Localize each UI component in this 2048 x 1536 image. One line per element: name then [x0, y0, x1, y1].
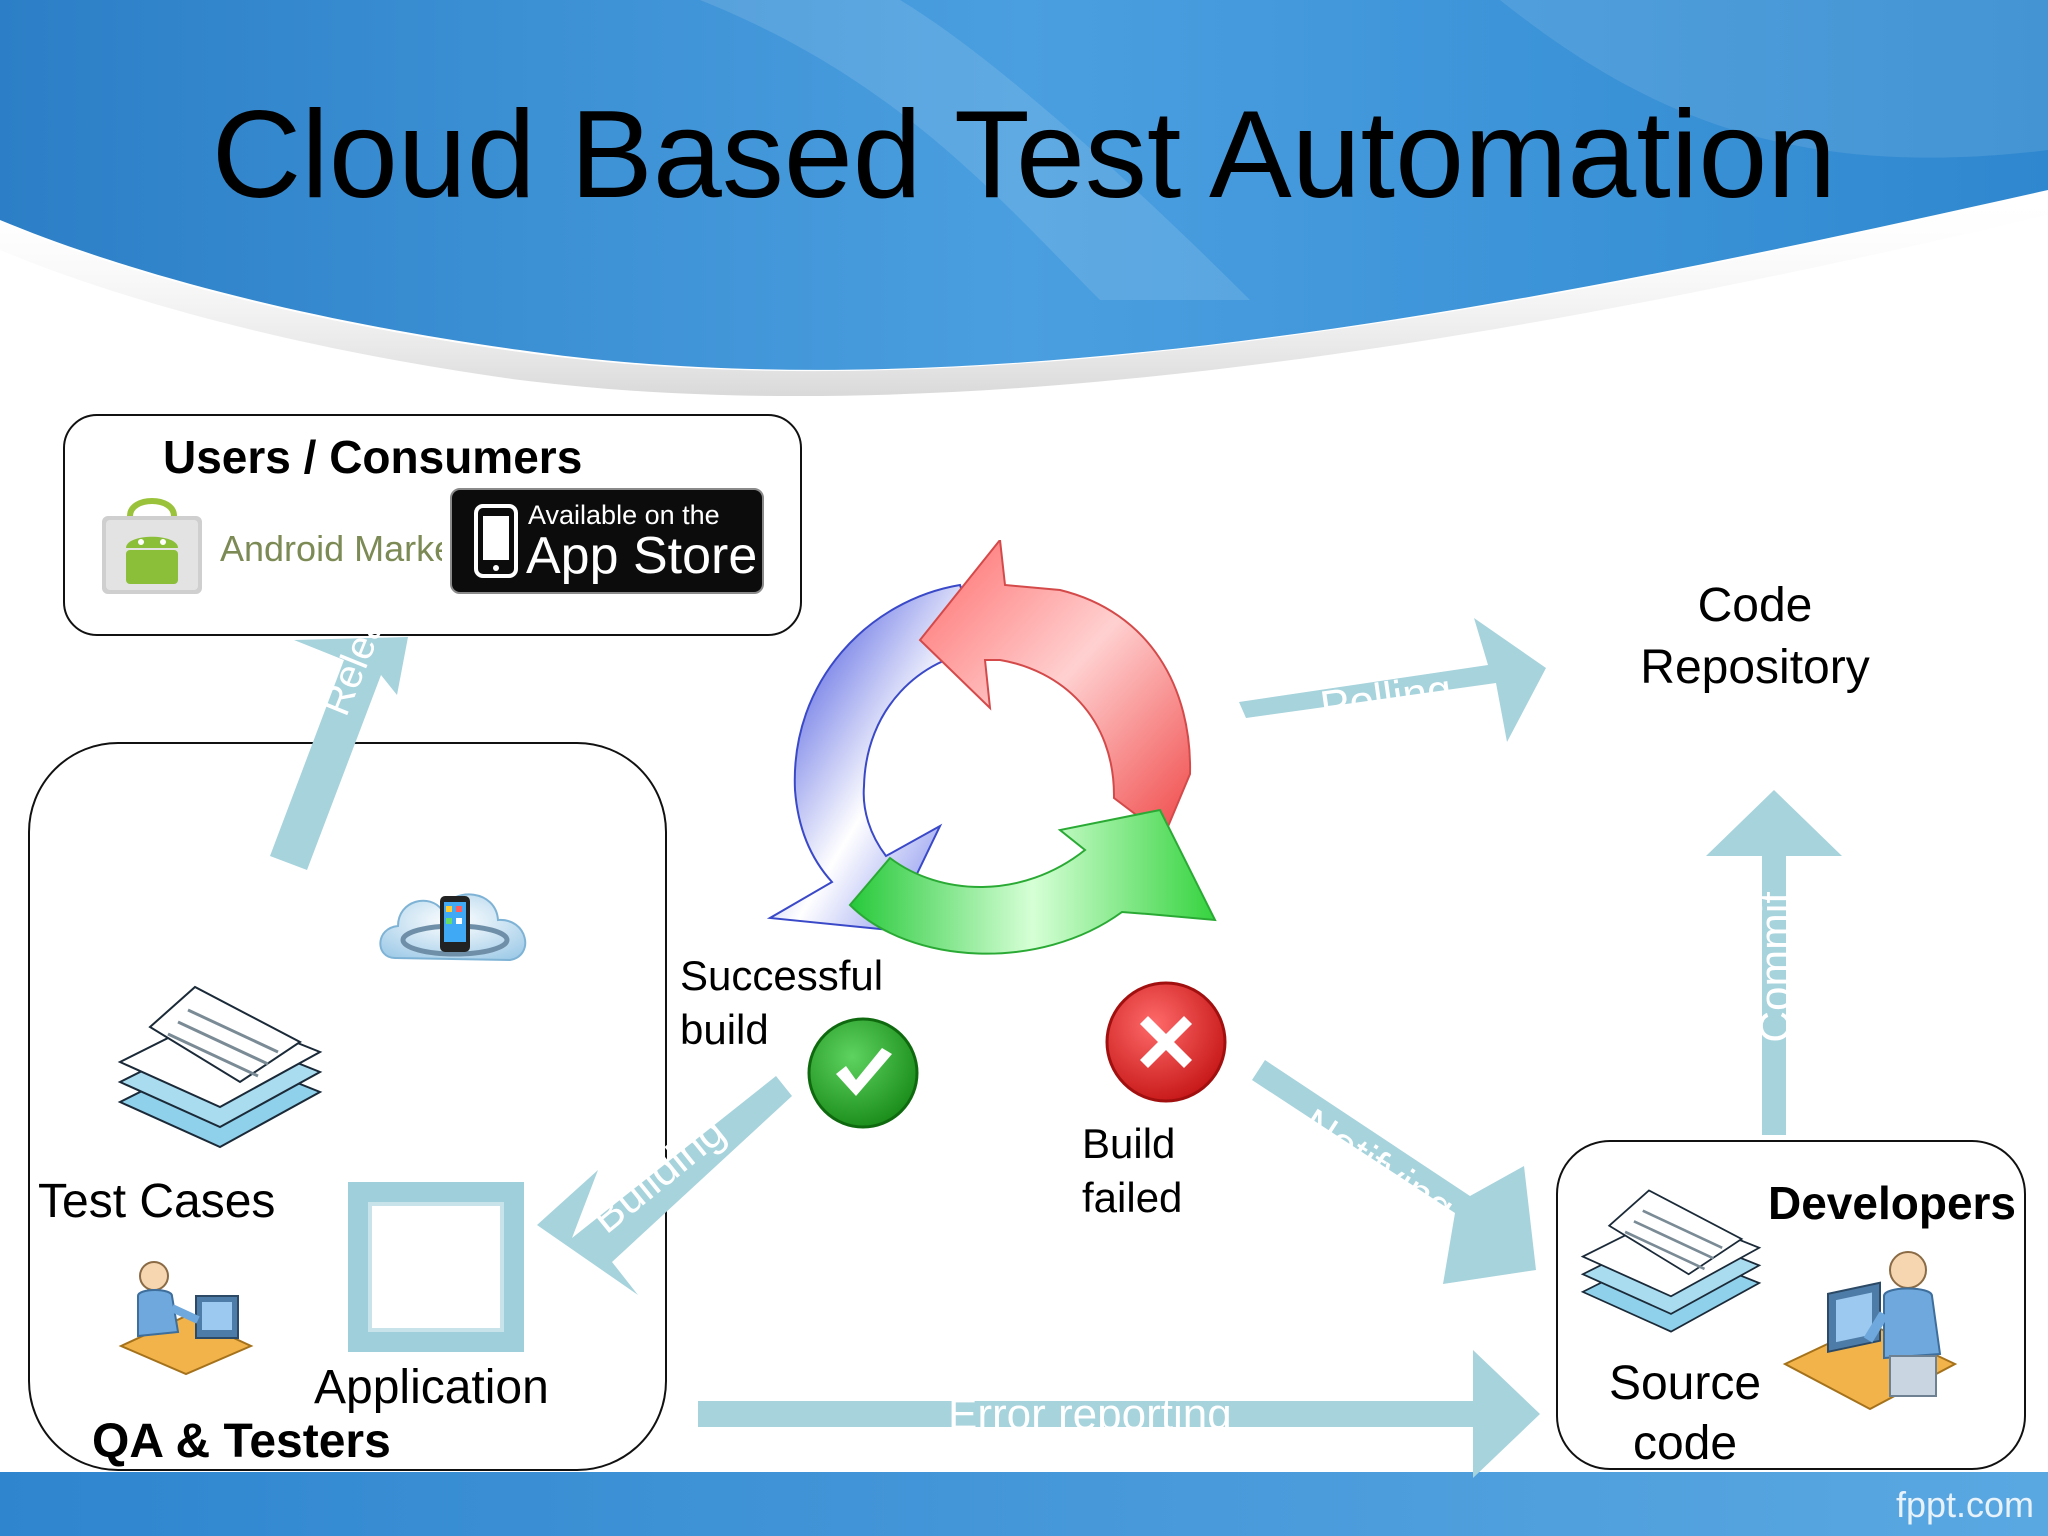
source-code-line1: Source [1608, 1357, 1762, 1410]
android-market-label: Android Market [220, 528, 442, 569]
build-cycle-icon [766, 540, 1217, 955]
green-cycle-arrow [848, 808, 1217, 955]
test-cases-documents-icon [117, 985, 323, 1149]
building-arrow [537, 1076, 792, 1295]
header-banner [0, 0, 2048, 397]
app-store-big-text: App Store [526, 527, 758, 585]
code-repository-line1: Code [1697, 579, 1813, 632]
footer-brand: fppt.com [1895, 1484, 2034, 1525]
qa-testers-label: QA & Testers [92, 1415, 391, 1468]
success-check-icon [807, 1017, 919, 1129]
commit-arrow-label: Commit [1750, 891, 1800, 1043]
error-reporting-arrow-label: Error reporting [948, 1390, 1232, 1439]
blue-cycle-arrow [766, 583, 984, 932]
source-code-line2: code [1632, 1417, 1738, 1470]
android-market-badge: Android Market [96, 488, 456, 598]
successful-build-line2: build [680, 1006, 769, 1053]
source-code-documents-icon [1580, 1189, 1762, 1333]
code-repository-line2: Repository [1640, 641, 1870, 694]
users-consumers-heading: Users / Consumers [163, 431, 583, 483]
error-reporting-arrow [698, 1350, 1540, 1478]
commit-arrow [1706, 790, 1842, 1135]
cloud-device-icon [379, 893, 527, 962]
developers-heading: Developers [1768, 1177, 2017, 1229]
footer-band [0, 1472, 2048, 1536]
build-failed-line2: failed [1082, 1174, 1183, 1221]
red-cycle-arrow [918, 540, 1192, 838]
release-arrow [270, 637, 408, 870]
test-cases-label: Test Cases [38, 1175, 276, 1228]
slide-title: Cloud Based Test Automation [211, 86, 1837, 224]
iphone-icon [474, 504, 518, 578]
qa-tester-person-icon [118, 1261, 254, 1376]
application-label: Application [314, 1361, 549, 1414]
build-failed-line1: Build [1082, 1120, 1176, 1167]
fail-x-icon [1105, 981, 1227, 1103]
application-window-icon [348, 1182, 524, 1352]
app-store-small-text: Available on the [528, 500, 720, 530]
app-store-badge: Available on the App Store [450, 488, 764, 594]
android-bag-icon [102, 498, 202, 594]
notifying-arrow [1252, 1060, 1536, 1284]
developer-person-icon [1782, 1251, 1958, 1411]
successful-build-line1: Successful [680, 952, 884, 999]
polling-arrow [1239, 618, 1546, 742]
